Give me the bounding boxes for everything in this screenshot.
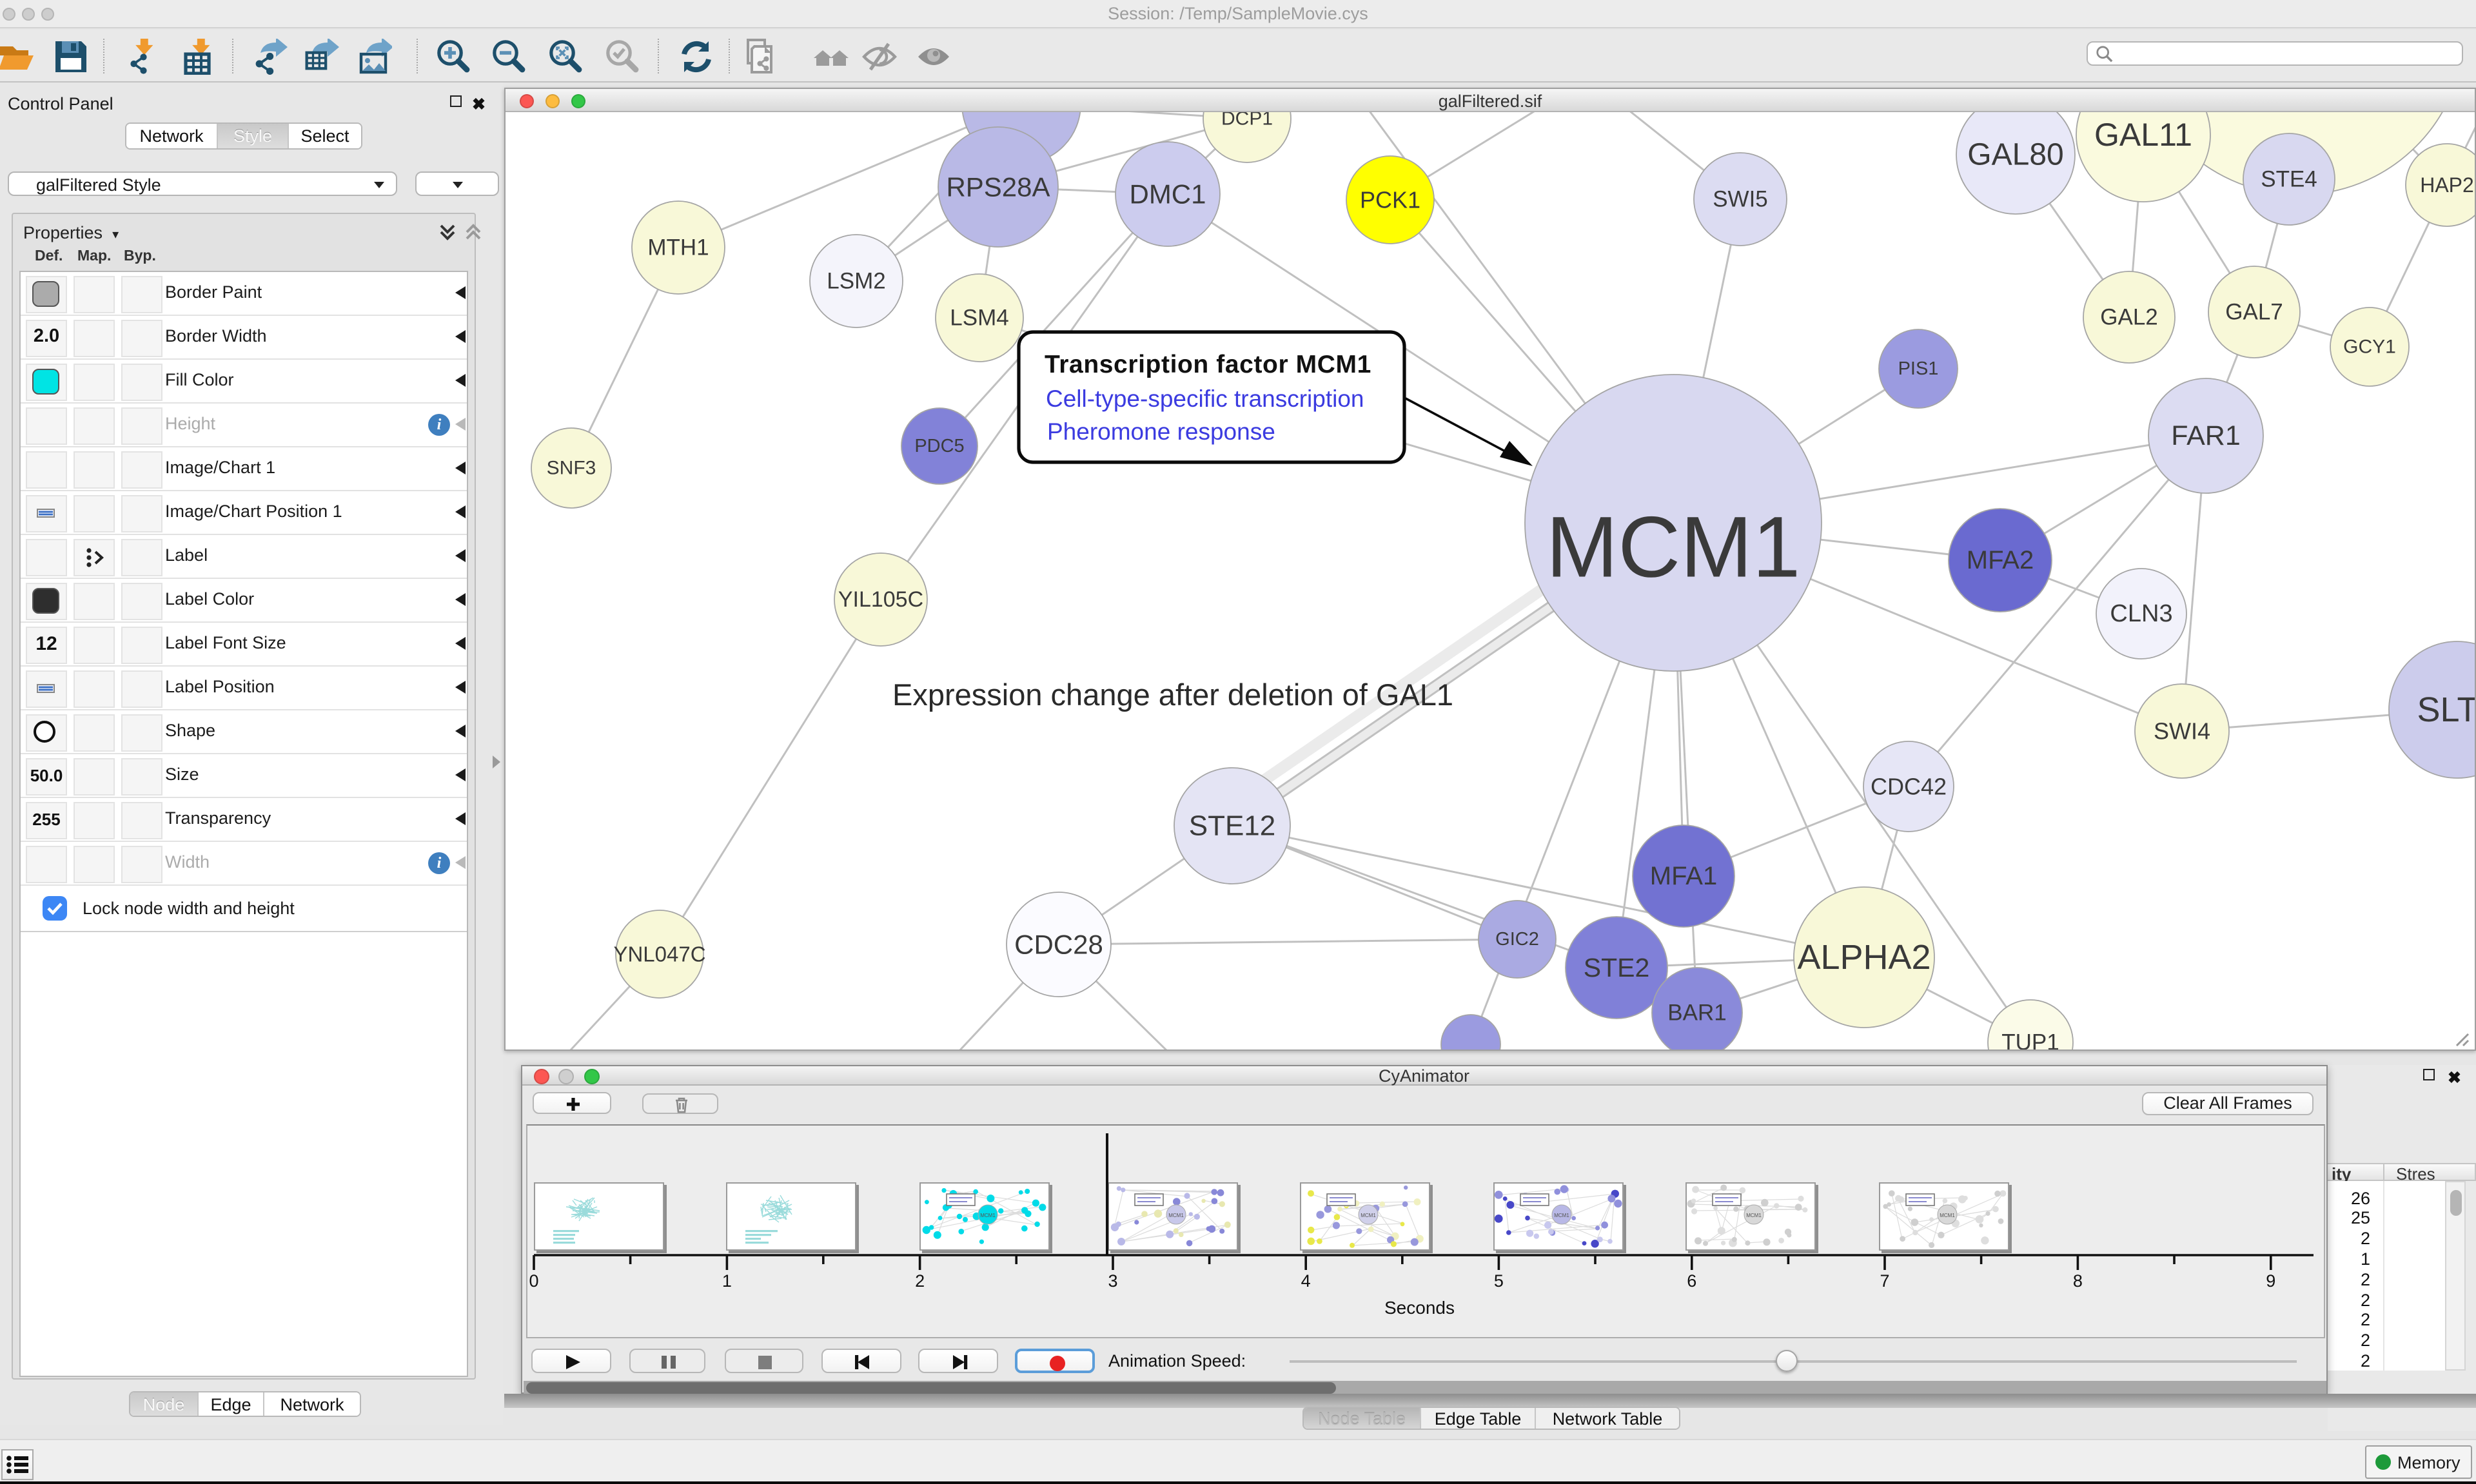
svg-text:ALPHA2: ALPHA2 <box>1797 938 1931 977</box>
svg-text:DCP1: DCP1 <box>1221 112 1273 130</box>
svg-text:6: 6 <box>1686 1271 1696 1290</box>
svg-text:MCM1: MCM1 <box>1361 1212 1376 1218</box>
svg-text:YIL105C: YIL105C <box>838 587 923 612</box>
svg-text:STE2: STE2 <box>1584 953 1650 982</box>
svg-text:MCM1: MCM1 <box>1168 1212 1183 1218</box>
svg-text:YNL047C: YNL047C <box>613 942 705 966</box>
svg-text:HAP2: HAP2 <box>2420 173 2474 197</box>
svg-text:9: 9 <box>2265 1271 2275 1290</box>
svg-text:LSM2: LSM2 <box>827 269 885 294</box>
svg-text:MCM1: MCM1 <box>1546 500 1801 596</box>
svg-text:RPS28A: RPS28A <box>946 172 1050 202</box>
svg-text:MCM1: MCM1 <box>1553 1212 1569 1218</box>
svg-text:SWI5: SWI5 <box>1713 187 1768 212</box>
svg-text:MFA2: MFA2 <box>1967 546 2034 574</box>
svg-text:GAL7: GAL7 <box>2225 300 2283 325</box>
svg-text:CDC28: CDC28 <box>1014 930 1103 960</box>
svg-text:2: 2 <box>914 1271 924 1290</box>
svg-text:4: 4 <box>1301 1271 1310 1290</box>
svg-text:LSM4: LSM4 <box>950 306 1008 331</box>
svg-text:GAL80: GAL80 <box>1967 138 2063 172</box>
svg-text:1: 1 <box>722 1271 731 1290</box>
svg-text:SWI4: SWI4 <box>2154 718 2210 745</box>
svg-text:CLN3: CLN3 <box>2110 600 2172 627</box>
svg-text:SLT2: SLT2 <box>2417 690 2475 729</box>
svg-text:Transcription factor MCM1: Transcription factor MCM1 <box>1045 351 1371 378</box>
svg-text:PDC5: PDC5 <box>914 436 964 456</box>
svg-text:Expression change after deleti: Expression change after deletion of GAL1 <box>892 678 1453 712</box>
svg-text:GAL2: GAL2 <box>2100 305 2158 330</box>
svg-text:SNF3: SNF3 <box>547 458 596 479</box>
svg-text:MFA1: MFA1 <box>1650 862 1717 890</box>
svg-text:PCK1: PCK1 <box>1360 187 1420 213</box>
svg-text:GCY1: GCY1 <box>2343 337 2396 358</box>
svg-text:DMC1: DMC1 <box>1129 179 1206 210</box>
svg-text:8: 8 <box>2072 1271 2082 1290</box>
svg-text:3: 3 <box>1107 1271 1117 1290</box>
svg-text:Cell-type-specific transcripti: Cell-type-specific transcription <box>1046 386 1364 412</box>
svg-text:MCM1: MCM1 <box>979 1212 995 1218</box>
svg-text:MCM1: MCM1 <box>1939 1212 1954 1218</box>
svg-text:Pheromone response: Pheromone response <box>1047 418 1275 445</box>
svg-text:0: 0 <box>528 1271 538 1290</box>
svg-text:STE4: STE4 <box>2261 167 2317 192</box>
svg-text:FAR1: FAR1 <box>2171 420 2241 451</box>
svg-text:BAR1: BAR1 <box>1667 1001 1726 1026</box>
svg-text:MTH1: MTH1 <box>647 235 709 260</box>
svg-text:GIC2: GIC2 <box>1495 929 1539 950</box>
svg-text:MCM1: MCM1 <box>1746 1212 1762 1218</box>
svg-text:7: 7 <box>1879 1271 1889 1290</box>
svg-text:5: 5 <box>1493 1271 1503 1290</box>
svg-text:GAL11: GAL11 <box>2094 117 2192 153</box>
svg-text:PIS1: PIS1 <box>1898 358 1939 379</box>
svg-text:CDC42: CDC42 <box>1871 774 1947 800</box>
svg-text:STE12: STE12 <box>1189 810 1276 842</box>
svg-text:TUP1: TUP1 <box>2001 1030 2059 1050</box>
